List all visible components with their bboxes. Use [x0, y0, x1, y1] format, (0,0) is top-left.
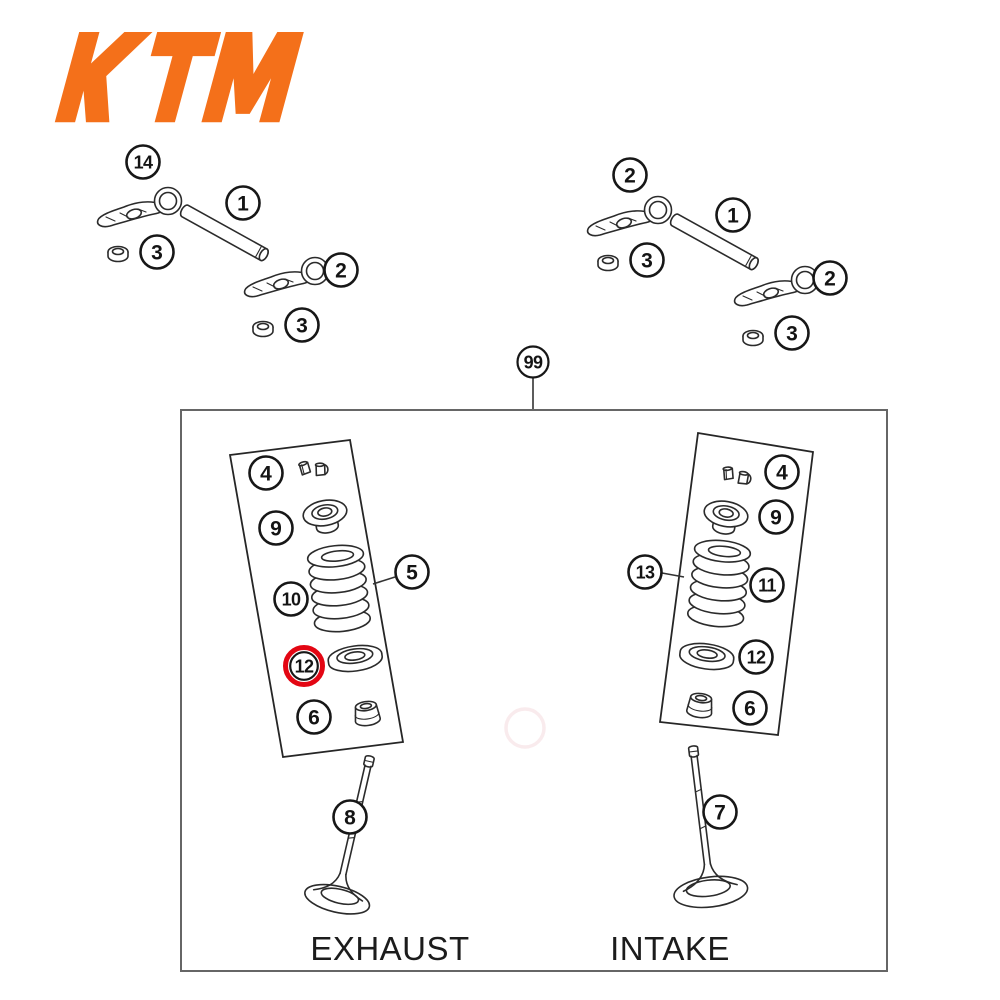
svg-text:1: 1 — [727, 205, 739, 228]
callout-10: 10 — [273, 581, 309, 617]
exhaust-label: EXHAUST — [310, 930, 469, 967]
ktm-logo: KTM — [54, 32, 304, 123]
svg-text:1: 1 — [237, 193, 249, 216]
callout-2: 2 — [812, 260, 848, 296]
callout-6: 6 — [732, 690, 768, 726]
svg-text:13: 13 — [636, 563, 655, 583]
callout-7: 7 — [702, 794, 738, 830]
valve-spring-exhaust — [305, 542, 373, 635]
callout-5: 5 — [394, 554, 430, 590]
svg-text:6: 6 — [308, 707, 320, 730]
callout-9: 9 — [758, 499, 794, 535]
valve-seal-intake — [685, 691, 715, 720]
callout-3: 3 — [774, 315, 810, 351]
svg-text:7: 7 — [714, 802, 726, 825]
svg-text:2: 2 — [335, 260, 347, 283]
svg-text:99: 99 — [524, 353, 543, 373]
svg-text:12: 12 — [295, 657, 314, 677]
rocker-assembly-left: 14 1 3 2 3 — [98, 144, 359, 343]
valve-seal-exhaust — [352, 699, 382, 728]
callout-2: 2 — [323, 252, 359, 288]
svg-text:4: 4 — [776, 462, 788, 485]
logo-letter-k — [54, 32, 153, 123]
intake-valve — [655, 740, 751, 913]
svg-text:3: 3 — [786, 323, 798, 346]
callout-13: 13 — [627, 554, 663, 590]
logo-letter-m — [201, 32, 304, 123]
callout-12: 12 — [738, 639, 774, 675]
svg-text:10: 10 — [282, 590, 301, 610]
callout-4: 4 — [764, 454, 800, 490]
callout-13-leader — [661, 572, 685, 578]
exhaust-valve-panel: 4 9 10 12 6 5 — [228, 439, 430, 758]
intake-label: INTAKE — [610, 930, 730, 967]
svg-text:11: 11 — [758, 576, 776, 596]
svg-text:8: 8 — [344, 807, 356, 830]
svg-text:3: 3 — [296, 315, 308, 338]
callout-3: 3 — [629, 242, 665, 278]
svg-text:14: 14 — [134, 153, 153, 173]
callout-12-highlighted: 12 — [283, 645, 325, 687]
callout-5-leader — [372, 576, 396, 585]
callout-6: 6 — [296, 699, 332, 735]
svg-text:9: 9 — [770, 507, 782, 530]
svg-text:4: 4 — [260, 463, 272, 486]
callout-9: 9 — [258, 510, 294, 546]
callout-1: 1 — [715, 197, 751, 233]
callout-8: 8 — [332, 799, 368, 835]
svg-text:3: 3 — [151, 242, 163, 265]
callout-11: 11 — [749, 567, 785, 603]
watermark-circle — [504, 707, 546, 749]
callout-3: 3 — [139, 234, 175, 270]
callout-2: 2 — [612, 157, 648, 193]
svg-text:12: 12 — [747, 648, 766, 668]
svg-text:6: 6 — [744, 698, 756, 721]
callout-4: 4 — [248, 455, 284, 491]
callout-99: 99 — [516, 345, 550, 379]
svg-text:3: 3 — [641, 250, 653, 273]
svg-text:9: 9 — [270, 518, 282, 541]
parts-box — [180, 409, 888, 972]
intake-valve-panel: 4 9 11 12 6 13 — [627, 431, 814, 736]
callout-3: 3 — [284, 307, 320, 343]
valve-spring-intake — [685, 537, 753, 630]
svg-text:5: 5 — [406, 562, 418, 585]
logo-letter-t — [150, 32, 222, 123]
callout-14: 14 — [125, 144, 161, 180]
rocker-assembly-right: 2 1 3 2 3 — [588, 157, 848, 351]
svg-text:2: 2 — [824, 268, 836, 291]
callout-1: 1 — [225, 185, 261, 221]
svg-text:2: 2 — [624, 165, 636, 188]
